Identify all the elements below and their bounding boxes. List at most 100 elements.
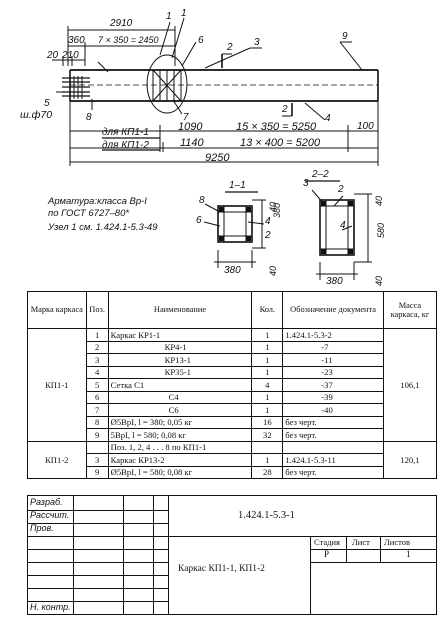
cell-pos: 6 — [85, 390, 109, 404]
cell-doc: без черт. — [282, 415, 384, 429]
cell-qty: 32 — [251, 428, 284, 442]
cell-qty: 4 — [251, 378, 284, 392]
cell-qty: 1 — [251, 453, 284, 467]
cell-doc: -40 — [282, 403, 384, 417]
dim-1090: 1090 — [178, 121, 203, 133]
document-title: Каркас КП1-1, КП1-2 — [178, 564, 265, 574]
section-1-1-width: 380 — [224, 265, 241, 276]
cell-name: Ø5ВрI, l = 380; 0,05 кг — [107, 415, 253, 429]
table-row: 4 КР35-1 1 -23 — [28, 365, 437, 379]
cell-doc: без черт. — [282, 428, 384, 442]
role-checked: Пров. — [30, 523, 54, 533]
cell-name: Ø5ВрI, l = 580; 0,08 кг — [107, 465, 253, 479]
title-block: Разраб. Рассчит. Пров. Н. контр. 1.424.1… — [27, 495, 437, 615]
cell-doc: -7 — [282, 340, 384, 354]
section-1-1-bottom: 40 — [268, 265, 278, 276]
label-kp1-2: для КП1-2 — [102, 140, 149, 151]
cell-doc: 1.424.1-5.3-11 — [282, 453, 384, 467]
cell-qty-empty — [251, 440, 284, 454]
cell-name: КР4-1 — [107, 340, 253, 354]
callout-3: 3 — [254, 37, 260, 48]
callout-4: 4 — [325, 113, 331, 124]
section-1-1-mark-2: 2 — [265, 230, 271, 241]
note-gost: по ГОСТ 6727–80* — [48, 208, 130, 219]
cell-pos: 3 — [85, 453, 109, 467]
sheet-label: Лист — [352, 537, 370, 547]
cell-note: Поз. 1, 2, 4 . . . 8 по КП1-1 — [107, 440, 253, 454]
dim-2910: 2910 — [110, 18, 133, 29]
cell-pos: 4 — [85, 365, 109, 379]
header-mass: Масса каркаса, кг — [382, 291, 438, 329]
section-2-2-mark-2: 2 — [338, 184, 344, 195]
label-kp1-1: для КП1-1 — [102, 127, 149, 138]
table-row: КП1-1 1 Каркас КР1-1 1 1.424.1-5.3-2 106… — [27, 328, 438, 442]
table-row: 3 Каркас КР13-2 1 1.424.1-5.3-11 — [28, 453, 437, 467]
dim-20: 20 — [47, 50, 59, 61]
dim-9250: 9250 — [205, 152, 230, 164]
table-row: 7 С6 1 -40 — [28, 403, 437, 417]
cell-name: С4 — [107, 390, 253, 404]
dim-13x400: 13 × 400 = 5200 — [240, 137, 321, 149]
header-name: Наименование — [107, 291, 253, 329]
header-pos: Поз. — [85, 291, 109, 329]
cell-name: Каркас КР1-1 — [107, 328, 253, 342]
callout-5: 5 — [44, 98, 50, 109]
cell-qty: 1 — [251, 403, 284, 417]
cell-doc: без черт. — [282, 465, 384, 479]
cell-doc: -37 — [282, 378, 384, 392]
group-mass-kp1-1: 106,1 — [382, 328, 438, 442]
dim-100: 100 — [357, 121, 374, 132]
cell-pos: 5 — [85, 378, 109, 392]
role-developed: Разраб. — [30, 497, 63, 507]
callout-6: 6 — [198, 35, 204, 46]
group-mass-kp1-2: 120,1 — [382, 440, 438, 479]
table-row: 9 5ВрI, l = 580; 0,08 кг 32 без черт. — [28, 428, 437, 442]
cell-pos-empty — [85, 440, 109, 454]
cell-name: Каркас КР13-2 — [107, 453, 253, 467]
section-1-1-mark-4: 4 — [265, 216, 271, 227]
section-2-2-mark-3: 3 — [303, 178, 309, 189]
section-2-2-top: 40 — [374, 195, 384, 206]
cell-pos: 8 — [85, 415, 109, 429]
role-calculated: Рассчит. — [30, 510, 70, 520]
cell-qty: 1 — [251, 353, 284, 367]
rebar-label: ш.ф70 — [20, 109, 53, 121]
section-1-1-top: 40 — [268, 201, 278, 212]
callout-2-top: 2 — [227, 42, 233, 53]
callout-8: 8 — [86, 112, 92, 123]
document-code: 1.424.1-5.3-1 — [238, 510, 295, 521]
cell-qty: 1 — [251, 340, 284, 354]
stage-label: Стадия — [314, 537, 340, 547]
cell-pos: 7 — [85, 403, 109, 417]
header-doc: Обозначение документа — [282, 291, 384, 329]
sheets-label: Листов — [384, 537, 410, 547]
cell-pos: 9 — [85, 465, 109, 479]
section-2-2-title: 2–2 — [312, 169, 329, 180]
section-1-1-mark-8: 8 — [199, 195, 205, 206]
cell-doc: -23 — [282, 365, 384, 379]
cell-pos: 9 — [85, 428, 109, 442]
note-node: Узел 1 см. 1.424.1-5.3-49 — [48, 222, 158, 233]
cell-name: 5ВрI, l = 580; 0,08 кг — [107, 428, 253, 442]
sheets-value: 1 — [406, 549, 411, 559]
dim-210: 210 — [62, 50, 79, 61]
table-row: КП1-2 Поз. 1, 2, 4 . . . 8 по КП1-1 120,… — [27, 440, 438, 479]
cell-doc: 1.424.1-5.3-2 — [282, 328, 384, 342]
dim-360: 360 — [68, 35, 85, 46]
note-rebar-class: Арматура:класса Вр-I — [48, 196, 147, 207]
cell-name: КР13-1 — [107, 353, 253, 367]
specification-table: Марка каркаса Поз. Наименование Кол. Обо… — [27, 291, 438, 479]
dim-1140: 1140 — [180, 137, 204, 149]
cell-doc: -11 — [282, 353, 384, 367]
section-1-1-mark-6: 6 — [196, 215, 202, 226]
table-header-row: Марка каркаса Поз. Наименование Кол. Обо… — [27, 291, 438, 329]
section-2-2-height: 580 — [376, 222, 386, 238]
cell-qty: 16 — [251, 415, 284, 429]
cell-pos: 3 — [85, 353, 109, 367]
callout-2-bottom: 2 — [282, 104, 288, 115]
table-row: 3 КР13-1 1 -11 — [28, 353, 437, 367]
table-row: 8 Ø5ВрI, l = 380; 0,05 кг 16 без черт. — [28, 415, 437, 429]
section-2-2-width: 380 — [326, 276, 343, 287]
cell-doc: -39 — [282, 390, 384, 404]
